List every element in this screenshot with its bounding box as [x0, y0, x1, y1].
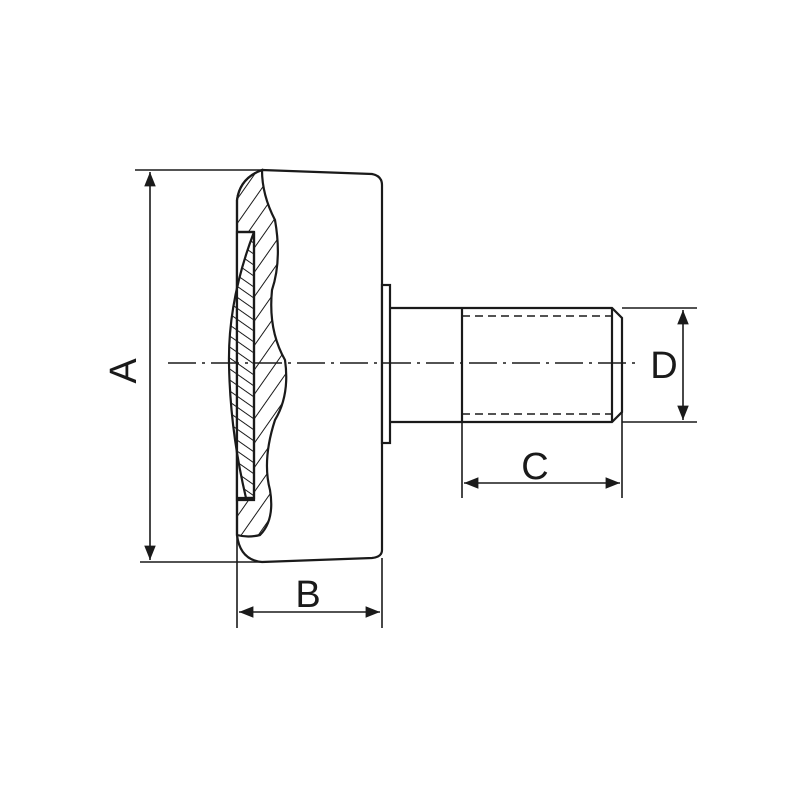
dimension-c-label: C	[521, 446, 548, 488]
flange	[380, 283, 392, 445]
section-insert	[227, 231, 256, 500]
shaft	[390, 306, 624, 424]
dimension-a-label: A	[103, 358, 145, 384]
dimension-b-label: B	[295, 574, 320, 616]
dimension-d-label: D	[650, 345, 677, 387]
